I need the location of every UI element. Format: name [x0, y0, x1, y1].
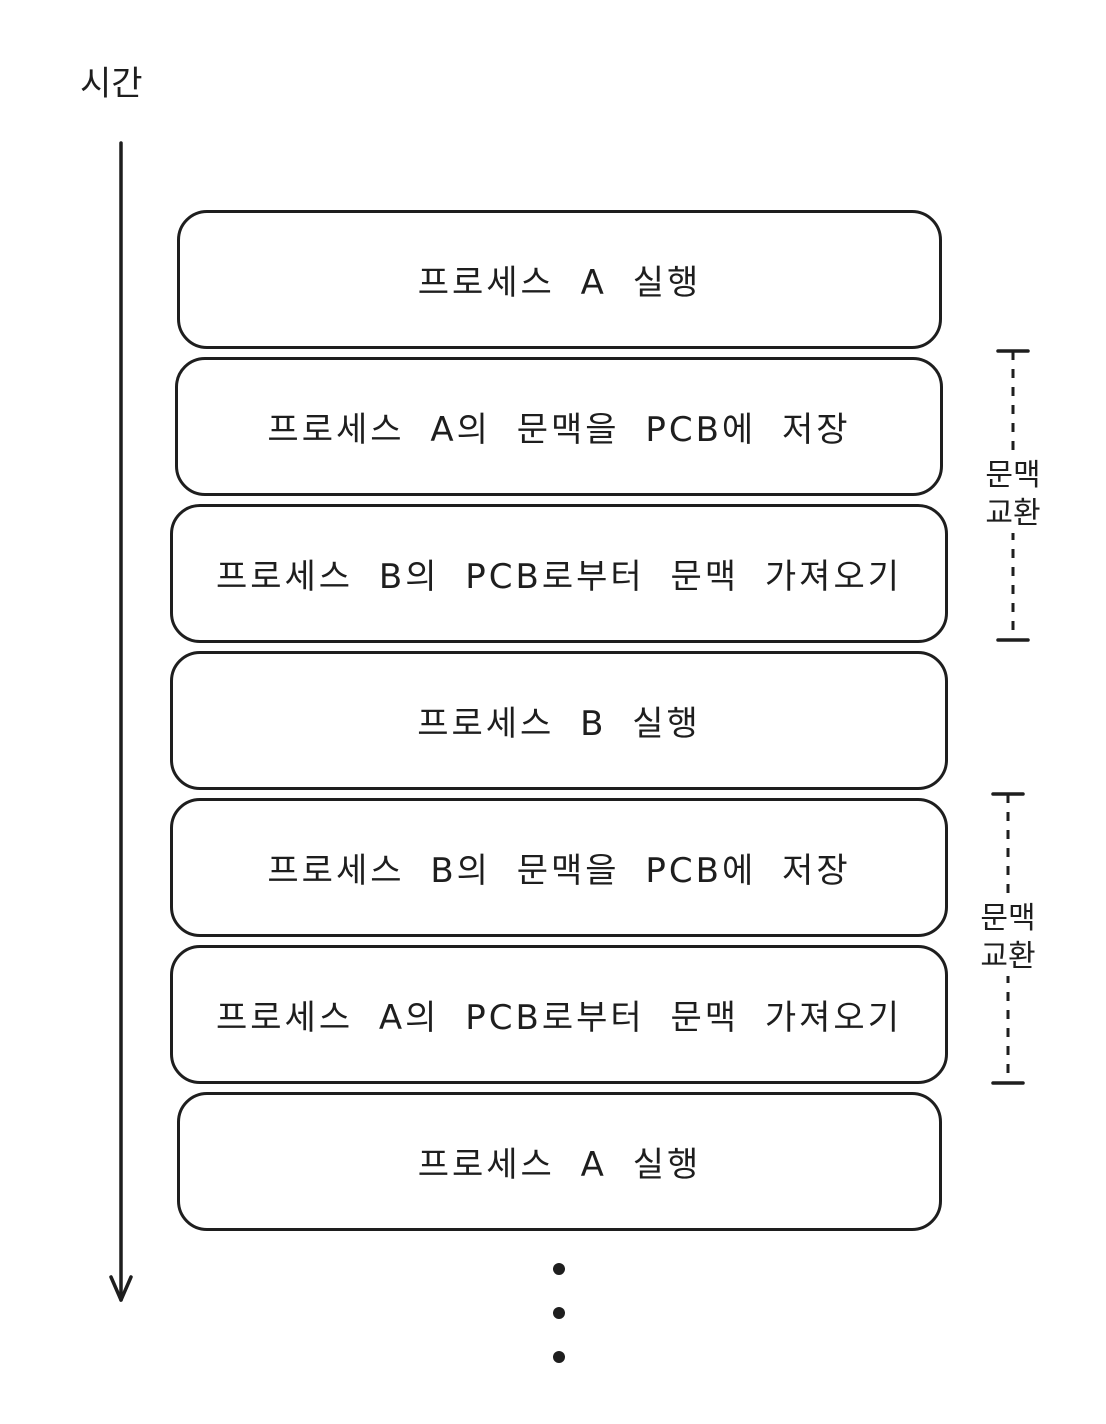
step-box: 프로세스 A 실행 [177, 210, 942, 349]
step-label: 프로세스 A의 문맥을 PCB에 저장 [267, 410, 851, 450]
step-label: 프로세스 B 실행 [417, 704, 701, 744]
step-box: 프로세스 A의 PCB로부터 문맥 가져오기 [170, 945, 948, 1084]
step-label: 프로세스 B의 문맥을 PCB에 저장 [267, 851, 851, 891]
ellipsis-dot [553, 1307, 565, 1319]
continuation-dots [553, 1263, 565, 1363]
time-axis-arrow [109, 141, 133, 1302]
step-label: 프로세스 A 실행 [417, 1145, 702, 1185]
ellipsis-dot [553, 1351, 565, 1363]
step-box: 프로세스 B의 PCB로부터 문맥 가져오기 [170, 504, 948, 643]
step-box: 프로세스 B의 문맥을 PCB에 저장 [170, 798, 948, 937]
step-label: 프로세스 B의 PCB로부터 문맥 가져오기 [215, 557, 903, 597]
context-switch-label: 문맥 교환 [978, 900, 1038, 976]
step-label: 프로세스 A 실행 [417, 263, 702, 303]
time-axis-label: 시간 [80, 64, 143, 104]
ellipsis-dot [553, 1263, 565, 1275]
step-box: 프로세스 A 실행 [177, 1092, 942, 1231]
context-switch-label: 문맥 교환 [983, 457, 1043, 533]
step-box: 프로세스 B 실행 [170, 651, 948, 790]
step-box: 프로세스 A의 문맥을 PCB에 저장 [175, 357, 943, 496]
step-label: 프로세스 A의 PCB로부터 문맥 가져오기 [216, 998, 902, 1038]
